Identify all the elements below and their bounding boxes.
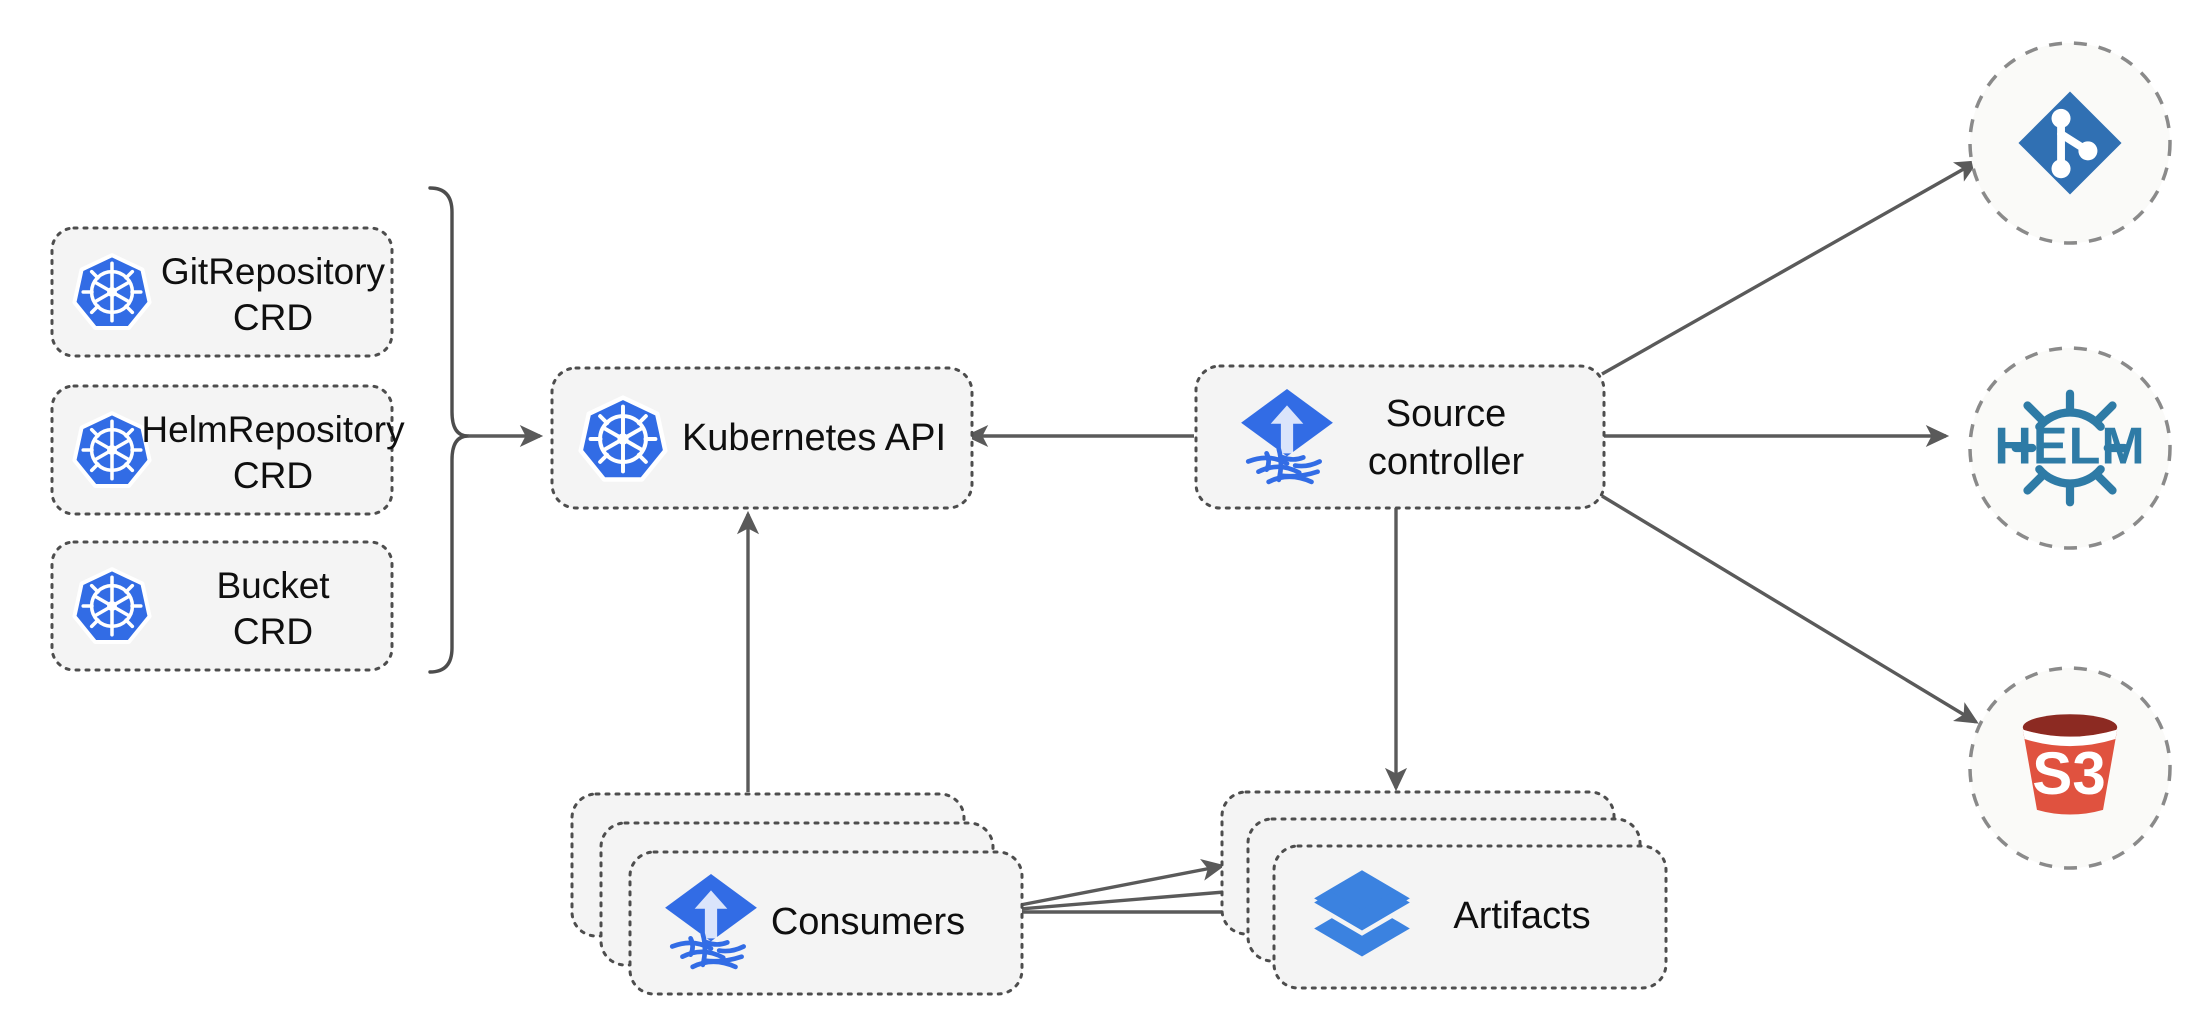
target-s3[interactable]: S3 [1968,666,2172,870]
kubernetes-icon [581,398,666,480]
target-helm[interactable]: HELM [1968,346,2172,550]
crd-box-helmrepository[interactable]: HelmRepository CRD [50,384,405,516]
node-kubernetes-api[interactable]: Kubernetes API [550,366,974,510]
artifacts-label: Artifacts [1453,895,1590,937]
kubernetes-icon [72,411,152,488]
edge-consumers-to-artifacts-1 [983,858,1226,914]
kubernetes-icon [72,253,152,330]
crd-label-line1: HelmRepository [141,409,405,450]
crd-bracket [428,186,470,674]
edges-layer [468,160,1979,924]
source-controller-label-line1: Source [1386,393,1506,435]
crd-box-bucket[interactable]: Bucket CRD [50,540,394,672]
crd-label-line1: Bucket [216,565,330,606]
crd-label-line1: GitRepository [161,251,386,292]
node-artifacts[interactable]: Artifacts [1220,790,1668,990]
edge-source-controller-to-git [1601,160,1979,376]
crd-label-line2: CRD [233,611,313,652]
edge-consumers-to-artifacts-2 [983,880,1252,914]
consumers-label: Consumers [771,901,965,943]
helm-wordmark: HELM [1994,418,2145,476]
crd-label-line2: CRD [233,297,313,338]
node-consumers[interactable]: Consumers [570,792,1024,996]
node-source-controller[interactable]: Source controller [1194,364,1606,510]
kubernetes-icon [72,567,152,644]
target-git[interactable] [1968,41,2172,245]
kubernetes-api-label: Kubernetes API [682,417,946,459]
s3-wordmark: S3 [2032,740,2105,807]
edge-source-controller-to-s3 [1601,494,1979,724]
crd-label-line2: CRD [233,455,313,496]
crd-box-gitrepository[interactable]: GitRepository CRD [50,226,394,358]
source-controller-label-line2: controller [1368,441,1525,483]
crd-group: GitRepository CRD HelmRepository CRD Buc… [50,226,405,672]
